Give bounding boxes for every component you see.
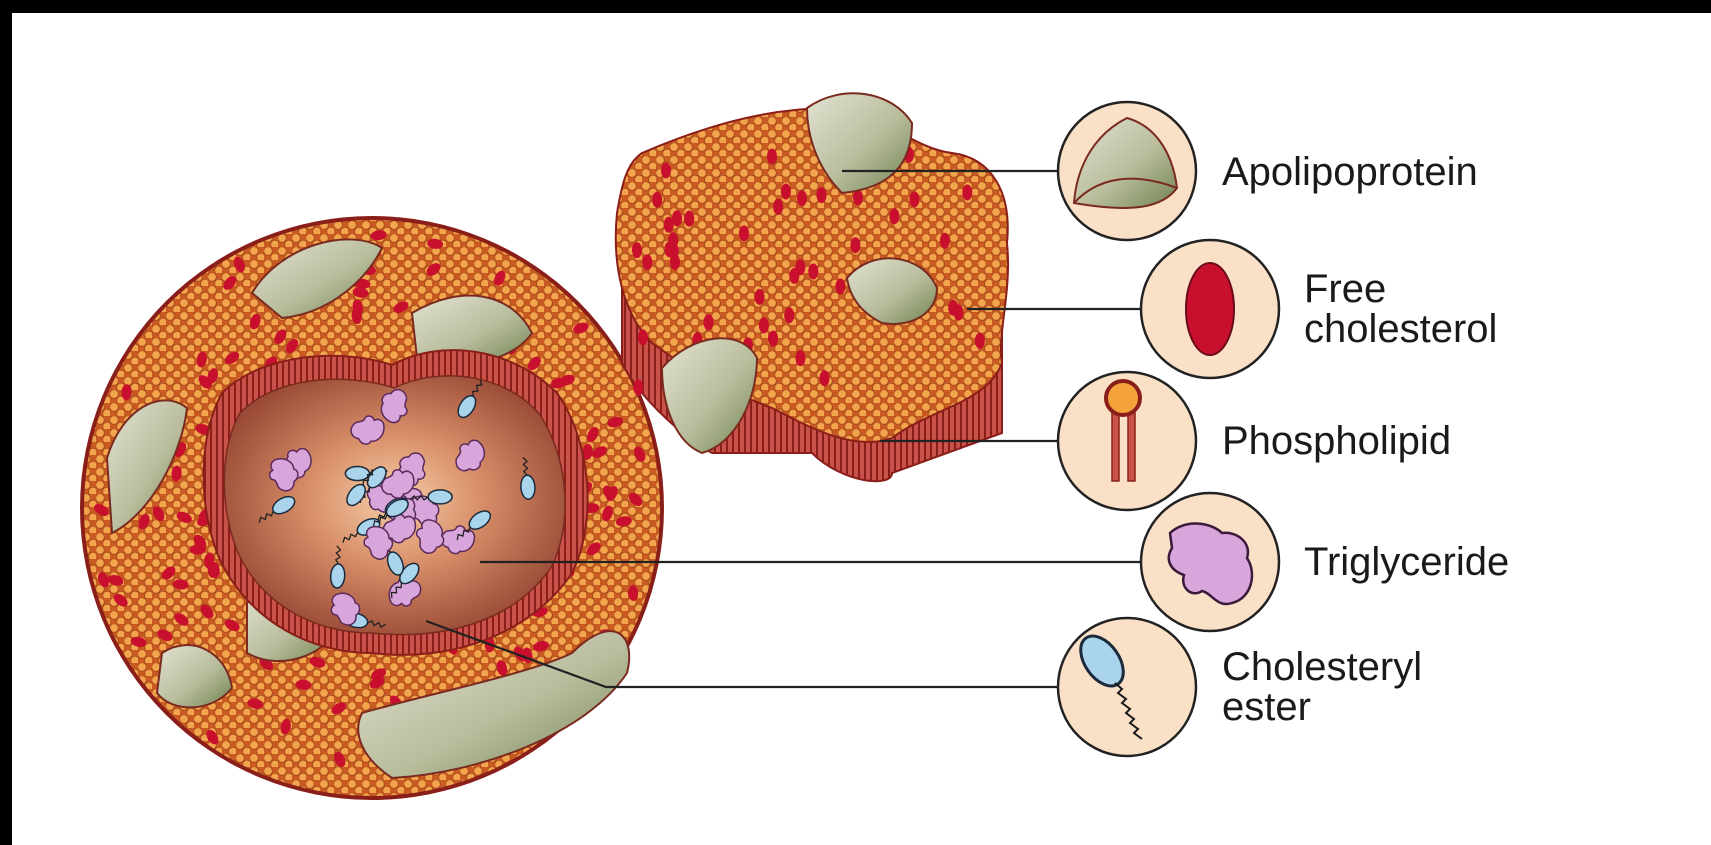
- cholesterol-dot: [739, 225, 749, 241]
- membrane-fragment: [616, 93, 1008, 481]
- cholesterol-dot: [768, 331, 778, 347]
- cholesterol-dot: [817, 187, 827, 203]
- apolipoprotein-icon: [1058, 102, 1196, 240]
- cholesterol-dot: [962, 185, 972, 201]
- cholesterol-dot: [850, 237, 860, 253]
- cholesterol-dot: [704, 314, 714, 330]
- label-phospholipid: Phospholipid: [1222, 421, 1451, 461]
- cholesterol-dot: [665, 241, 675, 257]
- lipoprotein-diagram: Apolipoprotein Free cholesterol Phosphol…: [12, 13, 1711, 845]
- cholesterol-dot: [835, 279, 845, 295]
- diagram-canvas: [12, 13, 1711, 845]
- label-free-cholesterol: Free cholesterol: [1304, 269, 1497, 349]
- cholesterol-dot: [808, 264, 818, 280]
- cholesterol-dot: [940, 233, 950, 249]
- cholesteryl-ester-icon: [1058, 618, 1196, 756]
- cholesterol-dot: [633, 379, 643, 395]
- cholesterol-dot: [638, 329, 648, 345]
- cholesterol-dot: [789, 268, 799, 284]
- cholesterol-dot: [954, 305, 964, 321]
- triglyceride-icon: [1141, 493, 1279, 631]
- cholesterol-dot: [642, 254, 652, 270]
- cholesterol-dot: [820, 370, 830, 386]
- phospholipid-icon: [1058, 372, 1196, 510]
- cholesterol-dot: [909, 191, 919, 207]
- cholesterol-dot: [759, 317, 769, 333]
- free-cholesterol-icon: [1141, 240, 1279, 378]
- cholesterol-dot: [672, 210, 682, 226]
- cholesterol-dot: [773, 199, 783, 215]
- cholesterol-dot: [632, 242, 642, 258]
- cholesterol-dot: [652, 192, 662, 208]
- cholesterol-dot: [684, 211, 694, 227]
- lipoprotein-particle: [80, 216, 664, 800]
- cholesterol-dot: [755, 289, 765, 305]
- cholesterol-dot: [796, 350, 806, 366]
- label-triglyceride: Triglyceride: [1304, 542, 1509, 582]
- cholesterol-dot: [781, 184, 791, 200]
- label-cholesteryl-ester: Cholesteryl ester: [1222, 647, 1422, 727]
- cholesterol-dot: [767, 149, 777, 165]
- cholesterol-dot: [797, 190, 807, 206]
- cholesterol-dot: [661, 162, 671, 178]
- cholesterol-dot: [975, 333, 985, 349]
- cholesterol-dot: [784, 307, 794, 323]
- label-apolipoprotein: Apolipoprotein: [1222, 152, 1478, 192]
- cholesterol-dot: [889, 208, 899, 224]
